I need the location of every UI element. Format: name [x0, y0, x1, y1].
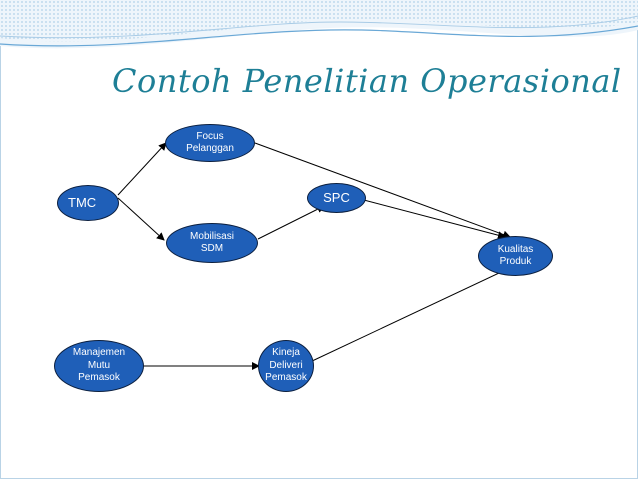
arrow-focus-to-kualitas [254, 142, 511, 239]
node-tmc: TMC [57, 185, 119, 221]
wave-decoration [0, 0, 638, 49]
arrow-mobilisasi-to-spc [257, 205, 325, 240]
arrow-tmc-to-focus [117, 142, 167, 196]
slide-title: Contoh Penelitian Operasional [112, 62, 622, 100]
arrow-kineja-to-kualitas [309, 265, 515, 363]
node-spc: SPC [307, 183, 366, 213]
node-kualitas-produk: Kualitas Produk [478, 236, 553, 276]
node-focus-pelanggan: Focus Pelanggan [165, 124, 255, 162]
arrow-tmc-to-mobilisasi [117, 197, 165, 241]
node-kineja-deliveri-pemasok: Kineja Deliveri Pemasok [258, 340, 314, 392]
node-manajemen-mutu-pemasok: Manajemen Mutu Pemasok [54, 340, 144, 392]
node-mobilisasi-sdm: Mobilisasi SDM [166, 223, 258, 263]
arrow-spc-to-kualitas [359, 198, 506, 240]
